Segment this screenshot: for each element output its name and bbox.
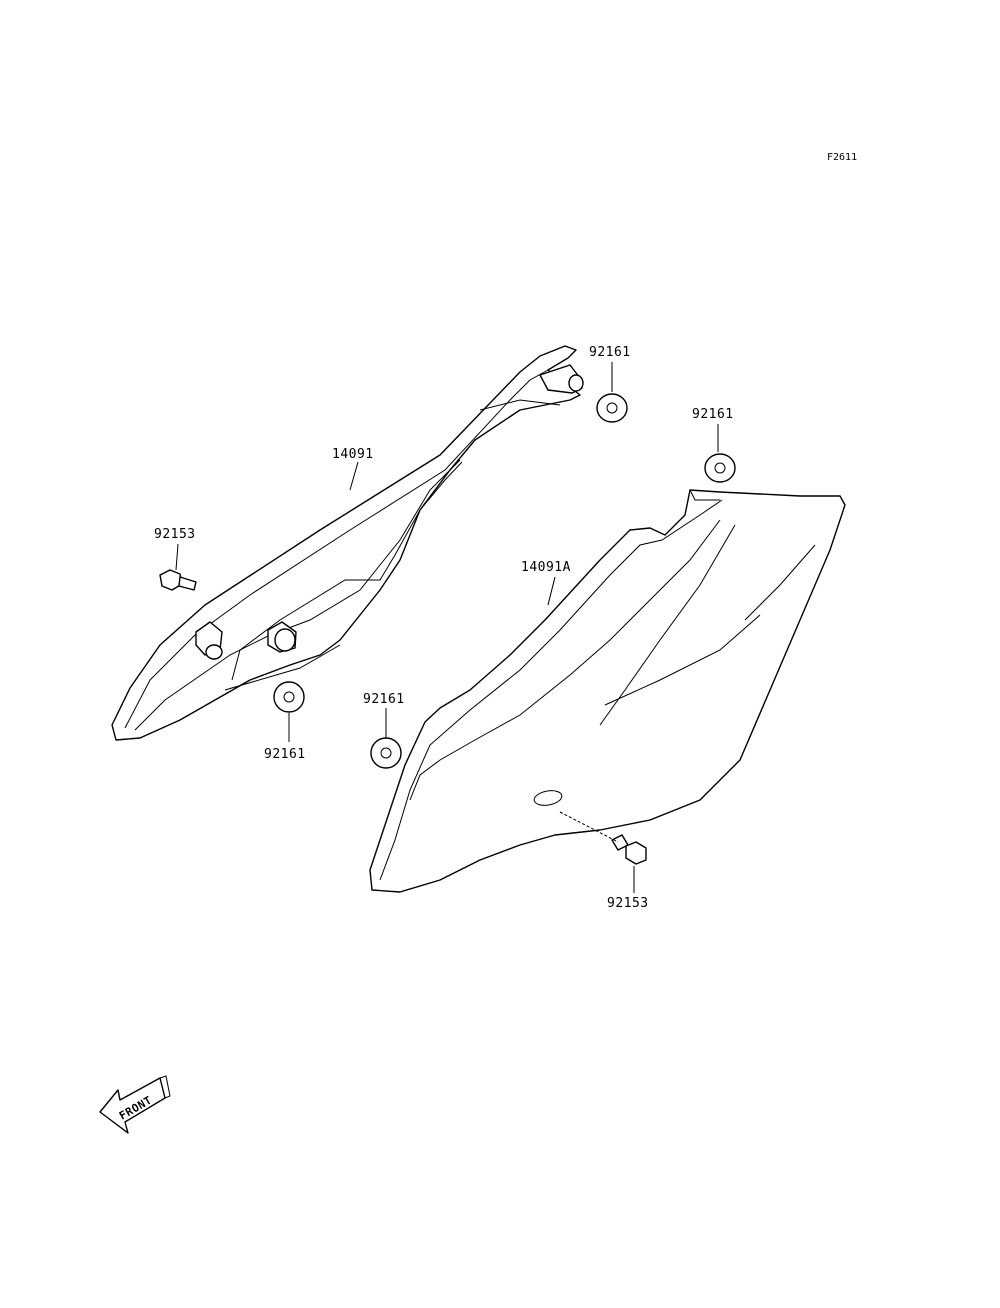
leader-cover-left — [349, 461, 359, 491]
side-cover-left — [111, 345, 584, 741]
leader-cover-right — [547, 576, 556, 606]
front-arrow-icon: FRONT — [99, 1075, 171, 1134]
callout-92161-bottom-left: 92161 — [264, 747, 306, 762]
callout-92161-top-left: 92161 — [589, 345, 631, 360]
bolt-right — [611, 834, 647, 865]
callout-92161-top-right: 92161 — [692, 407, 734, 422]
grommet-bottom-mid — [370, 737, 402, 769]
callout-14091a: 14091A — [521, 560, 571, 575]
grommet-top-left — [596, 393, 628, 423]
leader-bolt-right-axis — [559, 811, 619, 843]
leader-bolt-left — [175, 543, 179, 571]
grommet-bottom-left — [273, 681, 305, 713]
side-cover-right — [369, 489, 846, 893]
callout-92153-right: 92153 — [607, 896, 649, 911]
callout-92153-left: 92153 — [154, 527, 196, 542]
bolt-left — [159, 569, 197, 591]
callout-14091: 14091 — [332, 447, 374, 462]
callout-92161-bottom-mid: 92161 — [363, 692, 405, 707]
figure-code: F2611 — [827, 152, 857, 163]
grommet-top-right — [704, 453, 736, 483]
